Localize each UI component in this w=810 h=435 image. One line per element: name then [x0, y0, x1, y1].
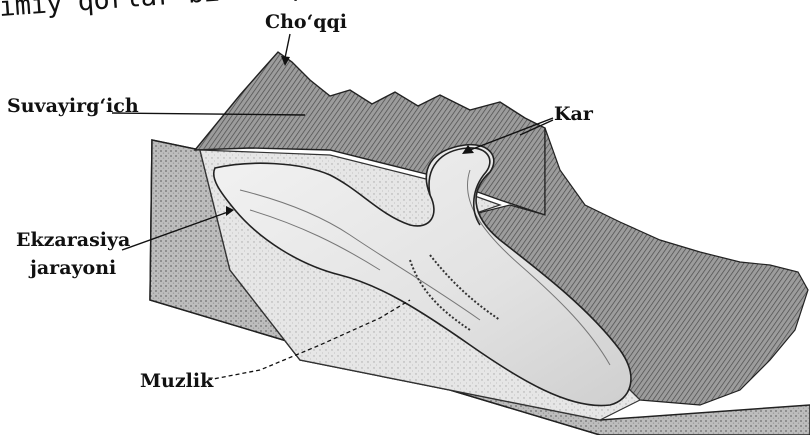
divide-label: Suvayirg‘ich: [7, 96, 139, 117]
peak-label: Cho‘qqi: [265, 12, 347, 33]
glacier-label: Muzlik: [140, 371, 213, 392]
cirque-label: Kar: [554, 104, 593, 125]
exaration-label-line1: Ekzarasiya: [16, 230, 130, 251]
exaration-label-line2: jarayoni: [30, 258, 116, 279]
peak-leader: [285, 34, 290, 58]
